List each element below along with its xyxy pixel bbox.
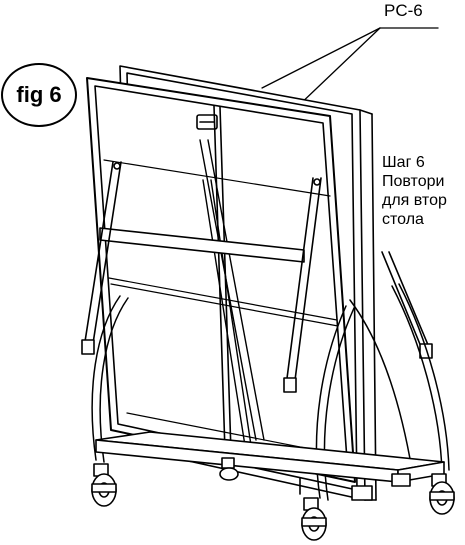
figure-badge: fig 6 xyxy=(1,63,77,127)
step-text-line-2: для втор xyxy=(382,192,447,209)
caster-front-right xyxy=(301,497,327,541)
diagonal-braces xyxy=(199,139,265,453)
part-code-label: PC-6 xyxy=(384,1,423,20)
callout-leader-lines xyxy=(261,27,439,109)
front-table-half xyxy=(86,77,356,483)
step-title: Шаг 6 xyxy=(382,154,425,171)
folding-leg-frame xyxy=(81,161,433,393)
caster-rear-left xyxy=(219,457,239,481)
caster-rear-right xyxy=(429,473,455,515)
caster-front-left xyxy=(91,463,117,507)
caster-wheels xyxy=(91,457,455,541)
step-text-line-3: стола xyxy=(382,211,424,228)
step-text-line-1: Повтори xyxy=(382,173,445,190)
step-instruction: Шаг 6 Повтори для втор стола xyxy=(382,153,465,229)
trolley-base-frame xyxy=(95,431,445,501)
figure-number: fig 6 xyxy=(16,82,62,107)
